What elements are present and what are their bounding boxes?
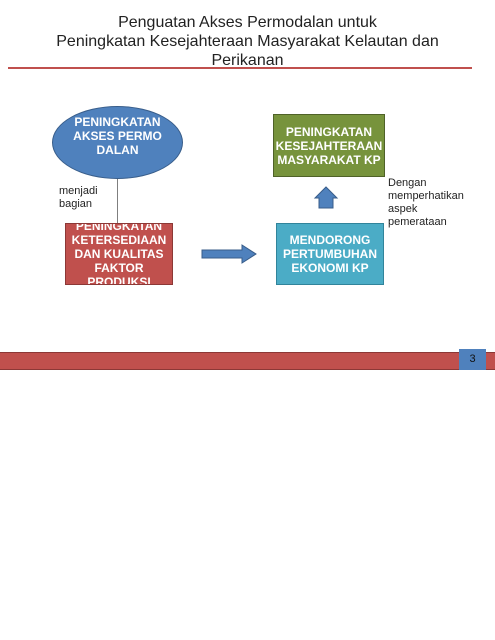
- right-arrow: [201, 244, 257, 264]
- welfare-label: PENINGKATAN KESEJAHTERAAN MASYARAKAT KP: [275, 125, 383, 167]
- slide-title-line-3: Perikanan: [211, 52, 284, 69]
- slide-title-line-1: Penguatan Akses Permodalan untuk: [118, 14, 377, 31]
- footer-bar: [0, 352, 495, 370]
- left-note-line-2: bagian: [59, 198, 93, 210]
- right-note: Dengan memperhatikan aspek pemerataan: [388, 177, 464, 229]
- slide-title: Penguatan Akses Permodalan untuk Peningk…: [30, 13, 465, 70]
- economic-growth-box: MENDORONG PERTUMBUHAN EKONOMI KP: [276, 223, 384, 285]
- production-factors-box: PENINGKATAN KETERSEDIAAN DAN KUALITAS FA…: [65, 223, 173, 285]
- right-note-line-4: pemerataan: [388, 216, 447, 228]
- left-note-line-1: menjadi: [59, 185, 98, 197]
- welfare-box: PENINGKATAN KESEJAHTERAAN MASYARAKAT KP: [273, 114, 385, 177]
- access-capital-ellipse: PENINGKATAN AKSES PERMODALAN: [52, 106, 183, 179]
- ellipse-to-box-connector: [117, 179, 118, 225]
- right-note-line-3: aspek: [388, 203, 418, 215]
- production-factors-label: PENINGKATAN KETERSEDIAAN DAN KUALITAS FA…: [71, 223, 167, 285]
- access-capital-label: PENINGKATAN AKSES PERMODALAN: [73, 115, 162, 157]
- economic-growth-label: MENDORONG PERTUMBUHAN EKONOMI KP: [283, 233, 377, 275]
- up-arrow: [313, 186, 339, 209]
- left-note: menjadi bagian: [59, 185, 98, 211]
- page-number: 3: [459, 349, 486, 370]
- title-divider: [8, 67, 472, 69]
- right-note-line-2: memperhatikan: [388, 190, 464, 202]
- right-note-line-1: Dengan: [388, 177, 427, 189]
- slide-title-line-2: Peningkatan Kesejahteraan Masyarakat Kel…: [56, 33, 439, 50]
